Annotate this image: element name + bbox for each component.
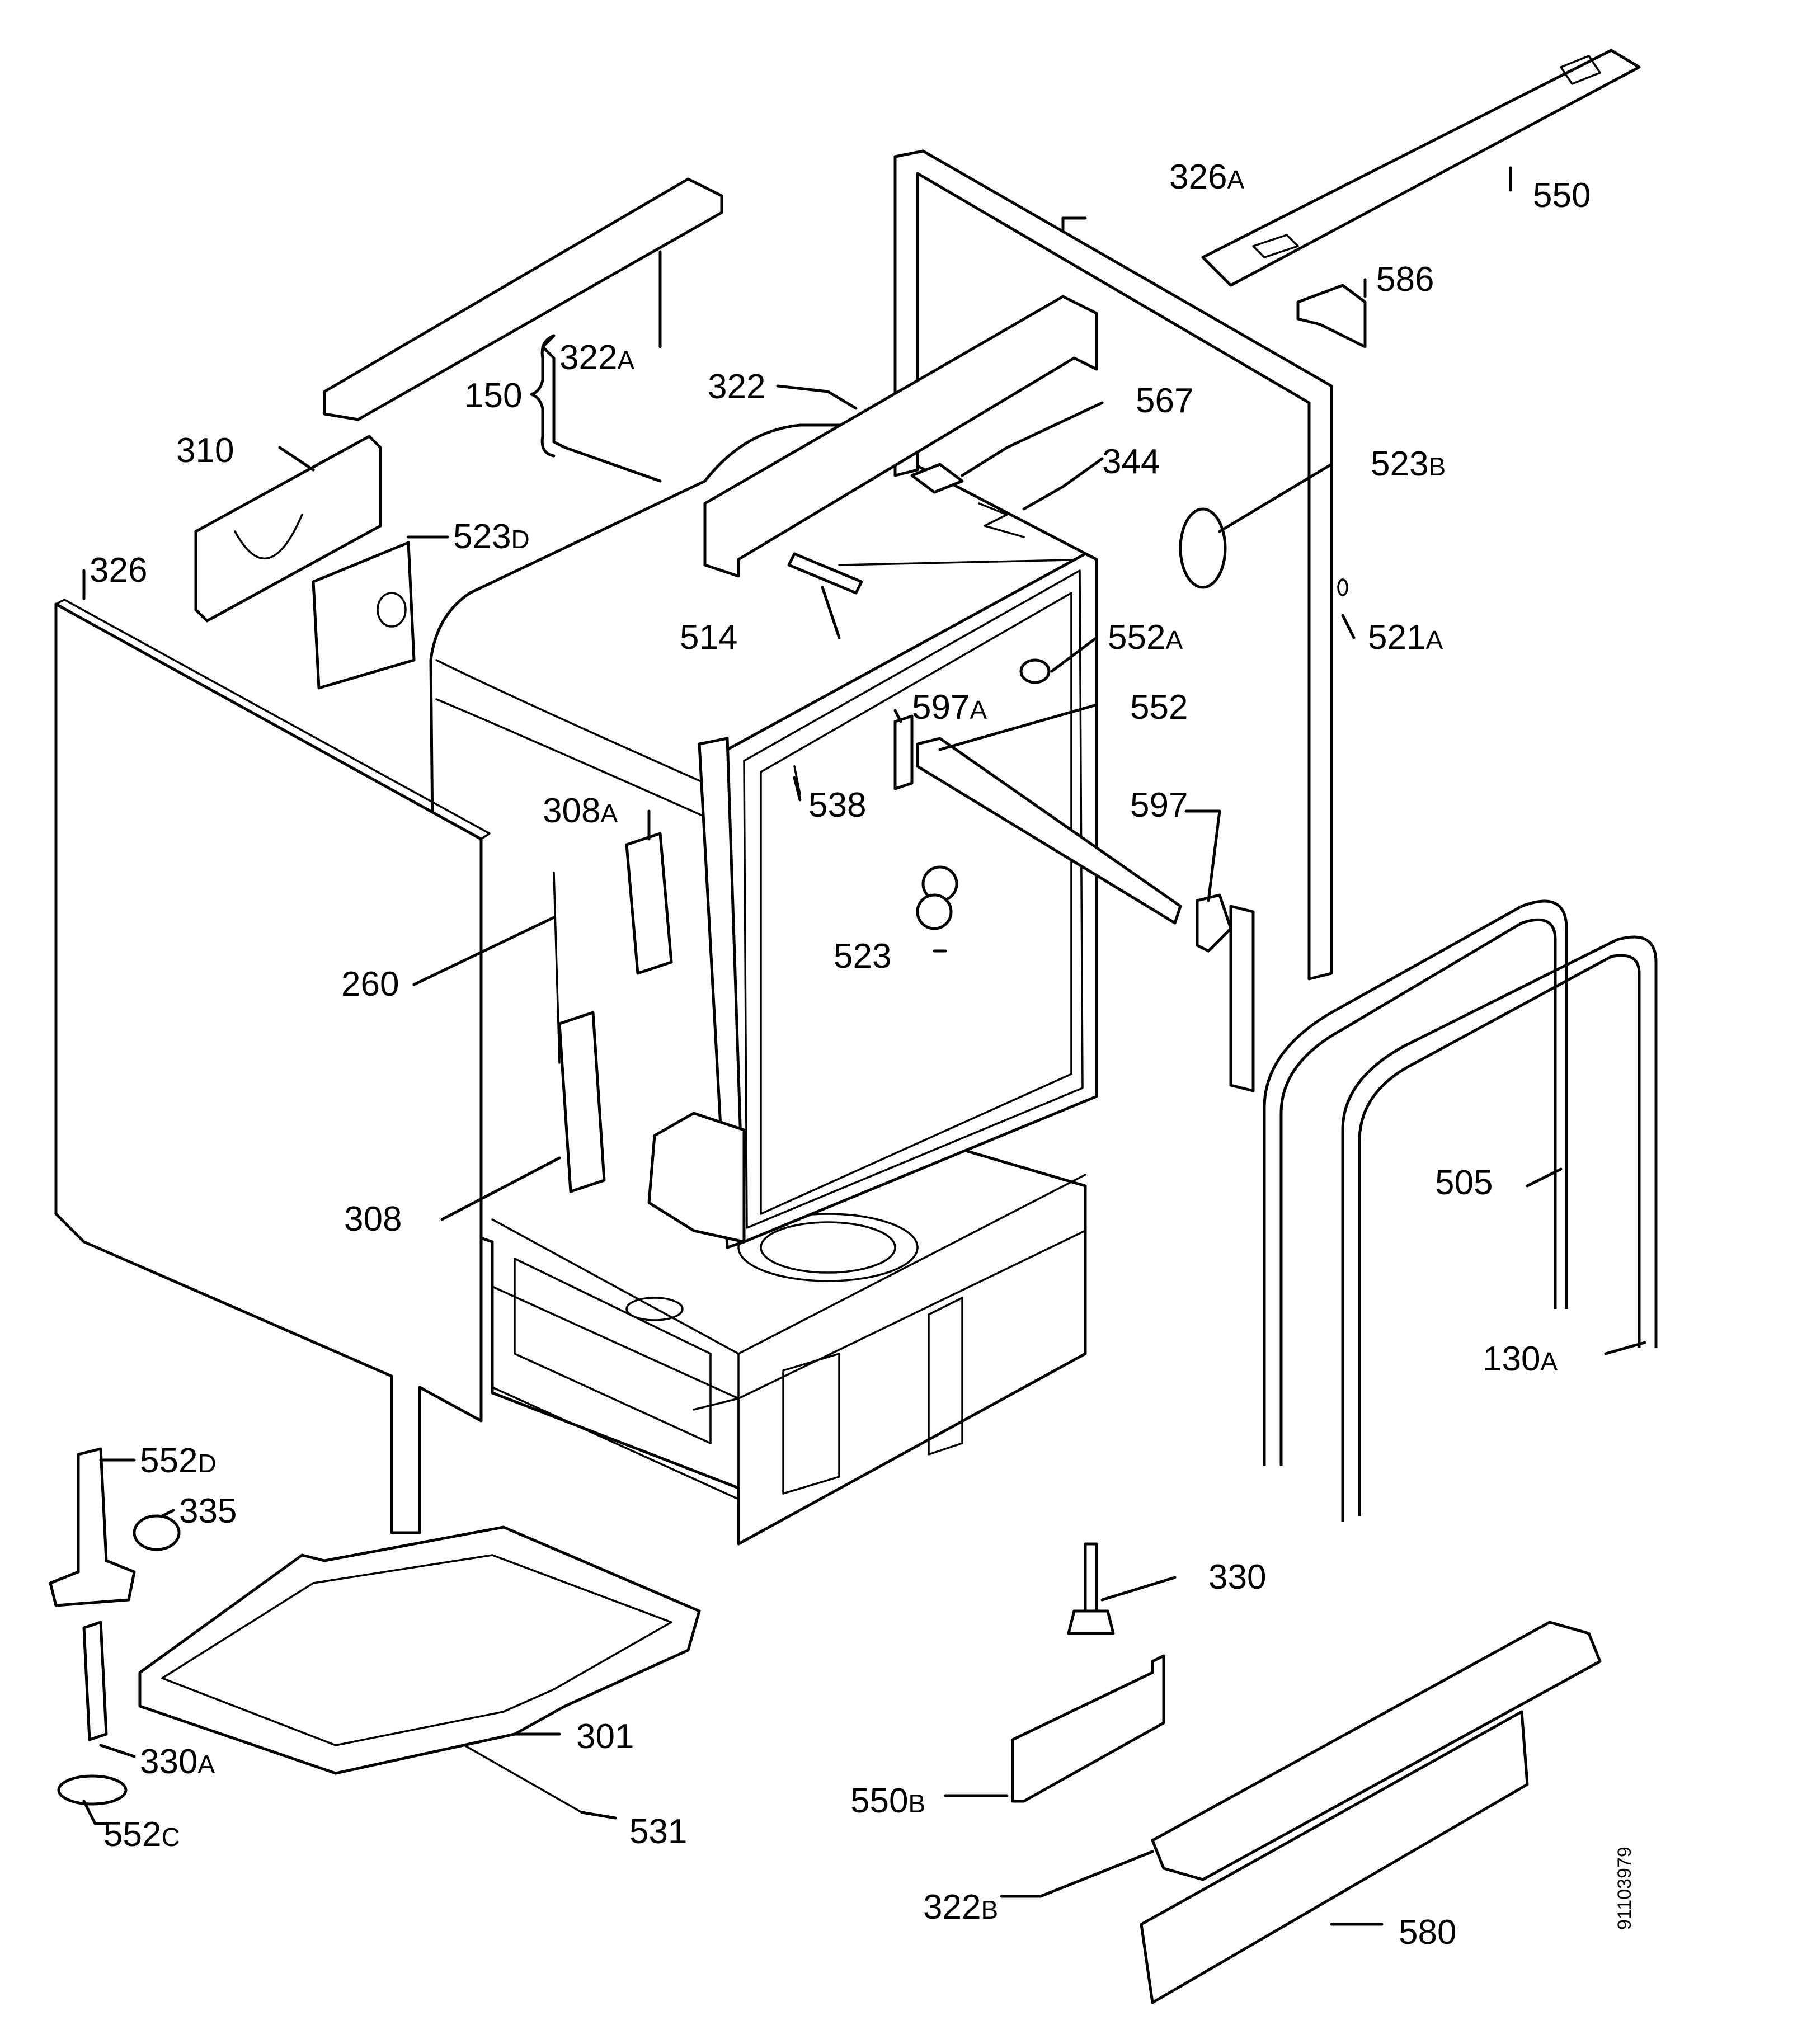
clip-521A xyxy=(1337,578,1348,596)
label-586: 586 xyxy=(1376,260,1434,299)
rail-552 xyxy=(916,737,1182,925)
gasket-505 xyxy=(1263,899,1568,1466)
side-panel-326 xyxy=(54,599,491,1534)
label-330A: 330A xyxy=(140,1742,215,1781)
label-308A: 308A xyxy=(543,792,618,830)
hinge-part-597 xyxy=(1196,893,1232,953)
label-330: 330 xyxy=(1208,1558,1266,1596)
label-335: 335 xyxy=(179,1492,237,1530)
washer-552C xyxy=(57,1774,128,1806)
label-260: 260 xyxy=(341,965,399,1004)
foot-552D xyxy=(49,1447,136,1607)
gasket-130A xyxy=(1341,935,1658,1522)
bracket-586 xyxy=(1296,284,1367,348)
label-310: 310 xyxy=(176,431,234,470)
label-523D: 523D xyxy=(453,517,530,556)
label-150: 150 xyxy=(464,376,522,415)
grommet-523B xyxy=(1179,507,1227,589)
door-frame xyxy=(647,552,1098,1249)
part-514 xyxy=(787,552,863,595)
label-505: 505 xyxy=(1435,1164,1493,1202)
label-326A: 326A xyxy=(1169,158,1244,196)
label-552D: 552D xyxy=(140,1442,217,1480)
trim-322 xyxy=(703,295,1098,578)
kick-plates xyxy=(1140,1621,1602,2004)
label-523: 523 xyxy=(834,937,891,976)
leader-lines xyxy=(82,166,1646,1926)
label-322B: 322B xyxy=(923,1888,998,1927)
spring-344 xyxy=(978,502,1025,538)
label-344: 344 xyxy=(1102,442,1160,481)
plate-322B xyxy=(1151,1621,1602,1881)
hinge-597A xyxy=(893,714,914,790)
label-567: 567 xyxy=(1136,382,1193,420)
part-labels: 322A 150 310 523D 326 322 326A 550 586 5… xyxy=(90,158,1591,1952)
label-326: 326 xyxy=(90,551,147,590)
plug-552A xyxy=(1019,658,1051,684)
label-322: 322 xyxy=(708,368,765,406)
rod-531 xyxy=(463,1744,583,1814)
trim-322A xyxy=(323,177,723,421)
plate-523D xyxy=(312,541,416,690)
label-308: 308 xyxy=(344,1200,402,1238)
document-number: 91103979 xyxy=(1614,1847,1635,1930)
spring-260 xyxy=(553,872,561,1064)
gear-335 xyxy=(133,1514,181,1551)
label-301: 301 xyxy=(576,1717,634,1756)
gaskets xyxy=(1263,899,1658,1522)
label-552C: 552C xyxy=(103,1815,180,1854)
tray-301 xyxy=(138,1525,701,1775)
part-567 xyxy=(910,463,964,494)
label-521A: 521A xyxy=(1368,618,1443,657)
label-130A: 130A xyxy=(1483,1340,1558,1378)
label-597A: 597A xyxy=(912,688,987,727)
label-523B: 523B xyxy=(1371,445,1446,483)
screw-330A xyxy=(82,1621,108,1741)
label-538: 538 xyxy=(808,786,866,825)
back-frame-326A xyxy=(893,149,1333,1092)
label-552: 552 xyxy=(1130,688,1188,727)
label-550B: 550B xyxy=(850,1782,925,1820)
brace-150 xyxy=(530,334,556,458)
label-514: 514 xyxy=(680,618,737,657)
label-580: 580 xyxy=(1399,1913,1456,1952)
top-rail-550 xyxy=(1201,49,1641,287)
small-parts xyxy=(49,463,1348,1814)
plate-580 xyxy=(1140,1710,1529,2004)
label-597: 597 xyxy=(1130,786,1188,825)
label-322A: 322A xyxy=(559,338,634,377)
label-550: 550 xyxy=(1533,176,1591,215)
label-552A: 552A xyxy=(1108,618,1183,657)
label-531: 531 xyxy=(629,1812,687,1851)
cover-310 xyxy=(194,435,382,623)
hinge-308 xyxy=(558,1011,606,1193)
screw-538 xyxy=(793,765,801,795)
bracket-550B xyxy=(1011,1654,1165,1803)
